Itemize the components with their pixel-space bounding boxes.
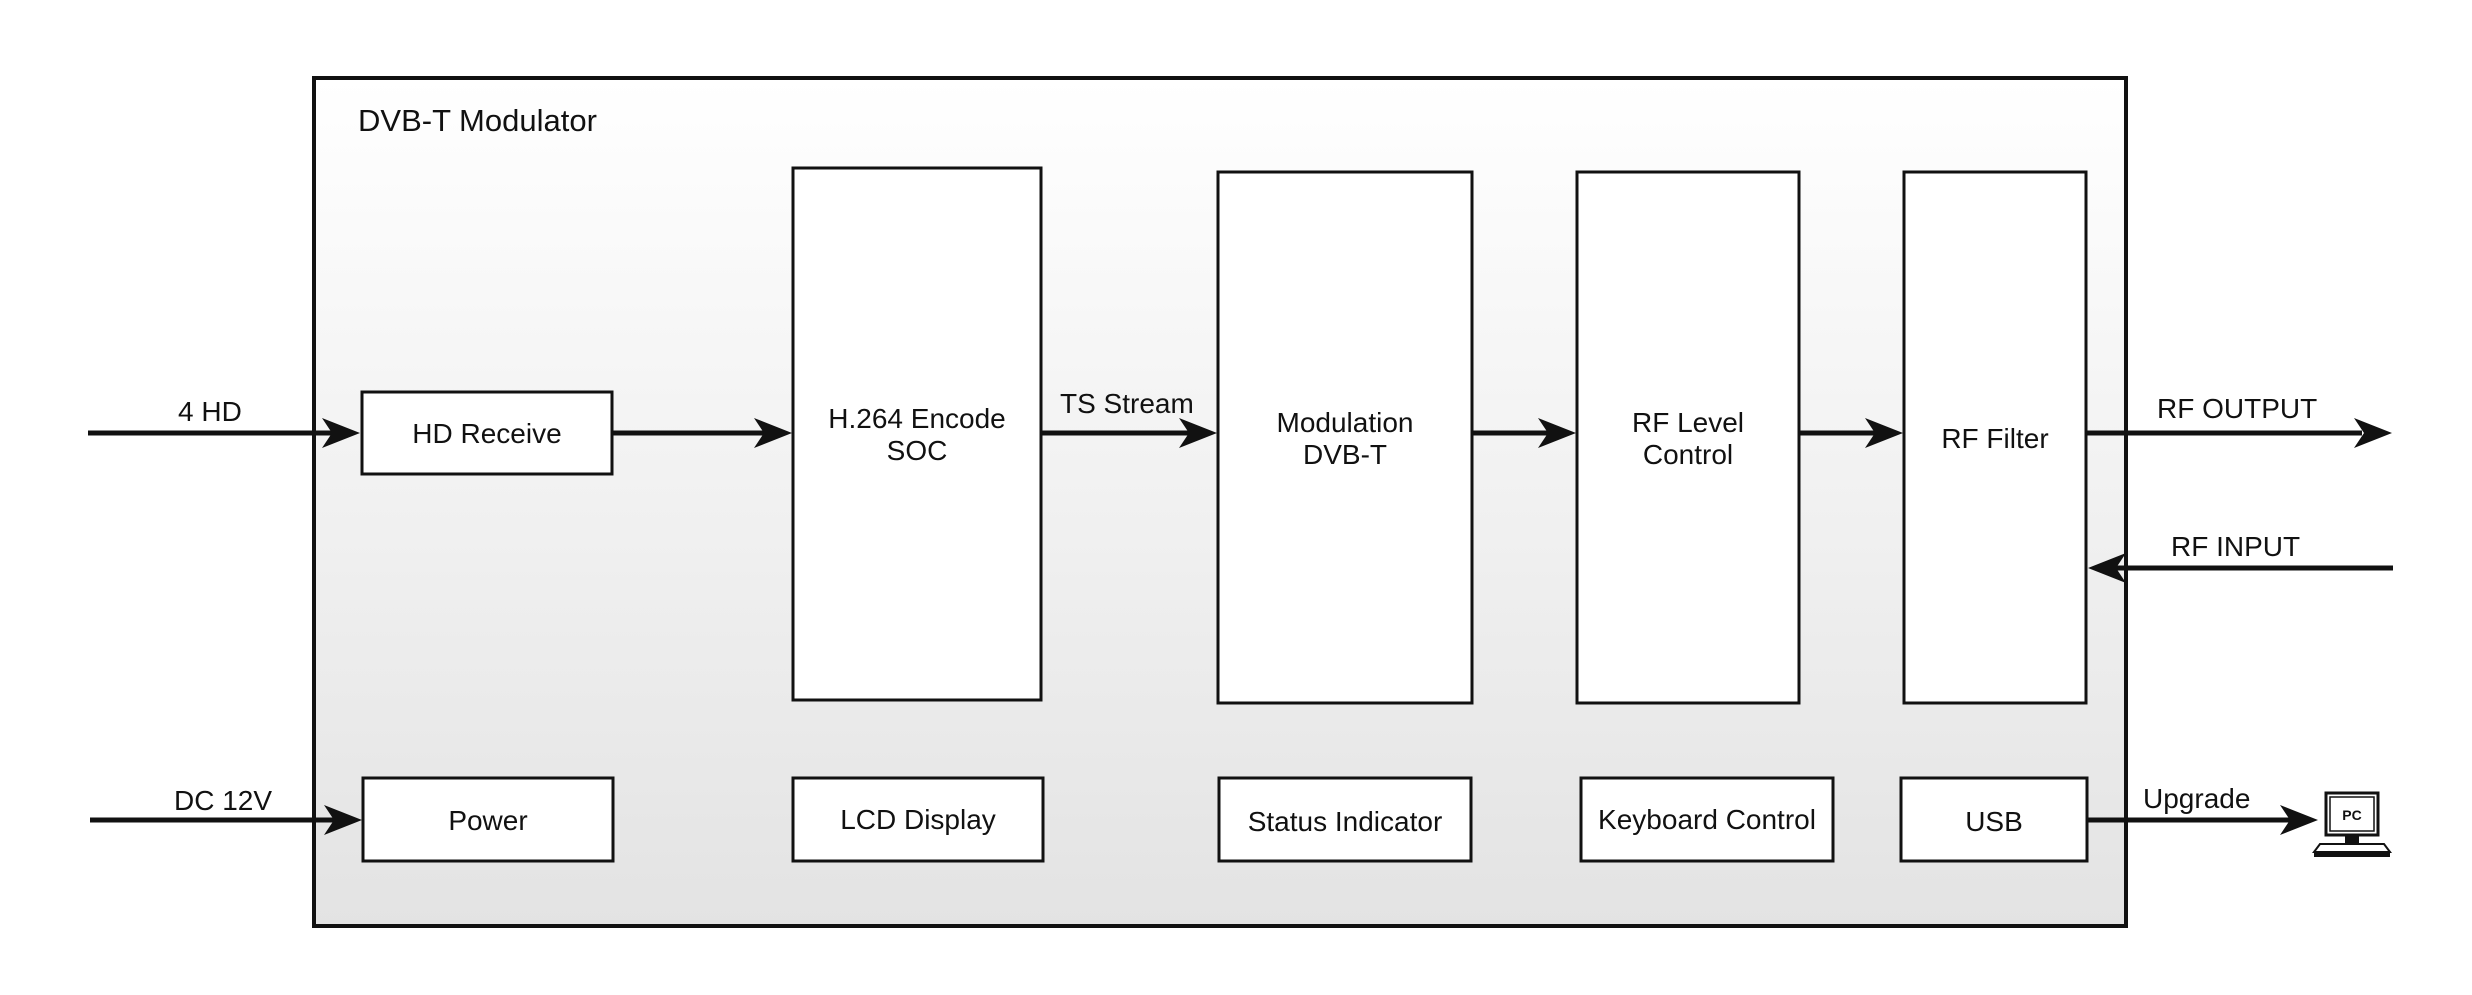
hd-receive-block: HD Receive [360, 390, 614, 476]
encoder-block: H.264 Encode SOC [791, 166, 1043, 702]
status-indicator-label: Status Indicator [1248, 806, 1443, 837]
power-label: Power [448, 805, 527, 836]
rf-output-arrow [2086, 418, 2392, 448]
keyboard-control-label: Keyboard Control [1598, 804, 1816, 835]
hd-input-label: 4 HD [178, 396, 242, 427]
modulation-label-line1: Modulation [1277, 407, 1414, 438]
rf-input-arrow [2088, 553, 2393, 583]
pc-icon: PC [2312, 791, 2392, 857]
ts-stream-label: TS Stream [1060, 388, 1194, 419]
modulation-label-line2: DVB-T [1303, 439, 1387, 470]
rf-level-control-block: RF Level Control [1575, 170, 1801, 705]
usb-label: USB [1965, 806, 2023, 837]
encoder-label-line1: H.264 Encode [828, 403, 1005, 434]
lcd-display-block: LCD Display [791, 776, 1045, 863]
modulation-to-rf-level-arrow [1472, 418, 1576, 448]
rf-level-label-line2: Control [1643, 439, 1733, 470]
rf-filter-label: RF Filter [1941, 423, 2048, 454]
keyboard-control-block: Keyboard Control [1579, 776, 1835, 863]
ts-stream-arrow [1041, 418, 1217, 448]
upgrade-arrow [2087, 805, 2318, 835]
pc-label: PC [2342, 807, 2361, 823]
rf-level-label-line1: RF Level [1632, 407, 1744, 438]
hd-receive-label: HD Receive [412, 418, 561, 449]
dc-input-arrow [90, 805, 362, 835]
encoder-label-line2: SOC [887, 435, 948, 466]
power-block: Power [361, 776, 615, 863]
usb-block: USB [1899, 776, 2089, 863]
hd-to-encoder-arrow [612, 418, 792, 448]
modulation-block: Modulation DVB-T [1216, 170, 1474, 705]
rf-input-label: RF INPUT [2171, 531, 2300, 562]
upgrade-label: Upgrade [2143, 783, 2250, 814]
lcd-display-label: LCD Display [840, 804, 996, 835]
rf-filter-block: RF Filter [1902, 170, 2088, 705]
dc-input-label: DC 12V [174, 785, 272, 816]
rf-level-to-filter-arrow [1799, 418, 1903, 448]
status-indicator-block: Status Indicator [1217, 776, 1473, 863]
rf-output-label: RF OUTPUT [2157, 393, 2317, 424]
module-title: DVB-T Modulator [358, 103, 597, 138]
hd-input-arrow [88, 418, 360, 448]
